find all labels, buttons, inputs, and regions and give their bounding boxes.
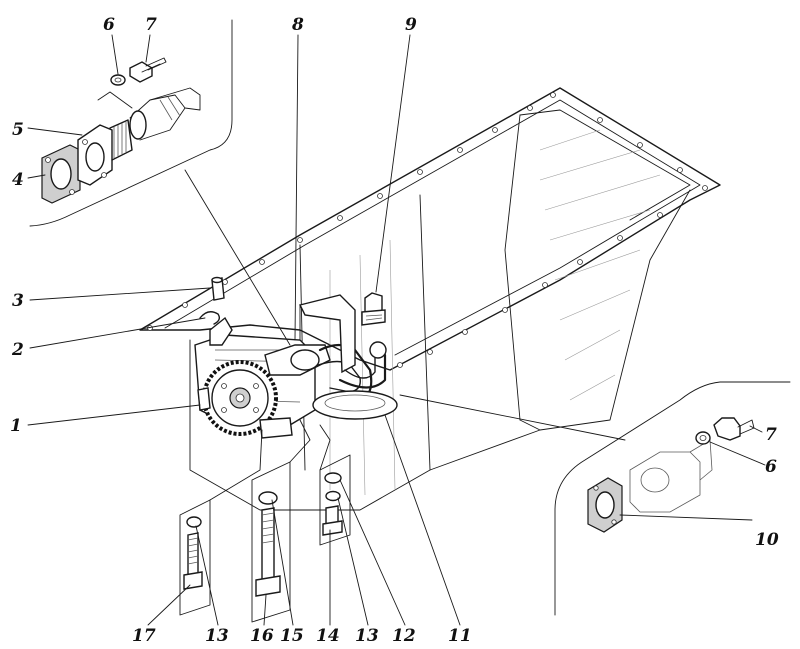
pipe-fitting: [129, 87, 201, 141]
callout-12: 12: [392, 626, 416, 646]
fastener-inset-middle: [251, 461, 291, 623]
oil-pan-edge-mid: [419, 194, 431, 471]
fastener-guide-right: [319, 424, 331, 471]
bolt-part-7: [129, 57, 167, 83]
oil-pan-bolt-holes: [147, 92, 708, 368]
fastener-guide-left: [209, 429, 263, 501]
pin-part-3: [211, 276, 225, 301]
oil-pump-assembly: [194, 276, 398, 439]
plug-part-9: [361, 292, 386, 326]
clip-part-2: [199, 311, 221, 325]
callout-13-left: 13: [205, 626, 229, 646]
callout-4: 4: [12, 170, 24, 190]
fastener-inset-right: [319, 454, 351, 546]
oil-pump-outlet-stub: [197, 387, 211, 411]
callout-3: 3: [12, 291, 24, 311]
oil-pan-sump-rim: [519, 109, 691, 221]
oil-pump-mount-boss: [209, 316, 233, 346]
callout-labels: 1 2 3 4 5 6 7 8 9 7 6 10 11 12 13 14 15 …: [10, 15, 779, 646]
callout-16: 16: [250, 626, 274, 646]
callout-7-top: 7: [145, 15, 157, 35]
gasket-part-4: [41, 144, 81, 204]
callout-6-right: 6: [765, 457, 777, 477]
callout-17: 17: [132, 626, 156, 646]
oil-pan-shading: [539, 129, 661, 401]
oil-pan-flange-inner: [164, 99, 701, 356]
callout-10: 10: [755, 530, 779, 550]
oil-pan-sump-wall-right: [539, 189, 691, 431]
oil-pan: [139, 87, 721, 511]
callout-14: 14: [316, 626, 340, 646]
callout-8: 8: [291, 15, 304, 35]
washer-part-13-right: [325, 490, 341, 502]
oil-pan-flange-outer: [139, 87, 721, 371]
washer-part-12: [324, 472, 342, 484]
callout-9: 9: [405, 15, 417, 35]
oil-pipe-to-plug: [338, 353, 387, 389]
oil-pan-sump-bottom: [519, 419, 541, 431]
inset-right-leader: [399, 394, 626, 441]
washer-part-15: [258, 491, 278, 505]
washer-part-6: [110, 74, 126, 86]
inset-right-border: [554, 381, 791, 616]
leader-lines: [27, 34, 766, 626]
callout-6-top: 6: [103, 15, 115, 35]
assembly-guide-line: [97, 91, 133, 109]
fastener-guide-middle: [289, 419, 311, 463]
washer-part-13-left: [186, 516, 202, 528]
callout-1: 1: [10, 416, 22, 436]
inset-top-left: [29, 19, 233, 227]
fastener-inset-left: [179, 499, 211, 616]
oil-pan-sump-wall-left: [504, 114, 521, 421]
bolt-part-7-right: [713, 417, 755, 441]
oil-pan-lower-wall: [189, 339, 541, 511]
gasket-part-10: [587, 477, 623, 533]
washer-part-6-right: [695, 431, 711, 445]
bolt-part-16: [261, 507, 275, 583]
oil-strainer-part-11: [312, 390, 398, 420]
callout-5: 5: [12, 120, 24, 140]
callout-11: 11: [448, 626, 472, 646]
callout-2: 2: [11, 340, 24, 360]
mounting-bracket-part-8: [298, 294, 356, 374]
oil-pump-lower-leg: [259, 417, 293, 439]
callout-13-right: 13: [355, 626, 379, 646]
inset-right: [399, 381, 791, 616]
inset-top-left-border: [29, 19, 233, 227]
callout-15: 15: [280, 626, 304, 646]
flange-part-5: [77, 119, 133, 186]
callout-7-right: 7: [765, 425, 777, 445]
oil-pump-drive-gear: [202, 360, 278, 436]
mating-flange-outline: [629, 451, 701, 513]
